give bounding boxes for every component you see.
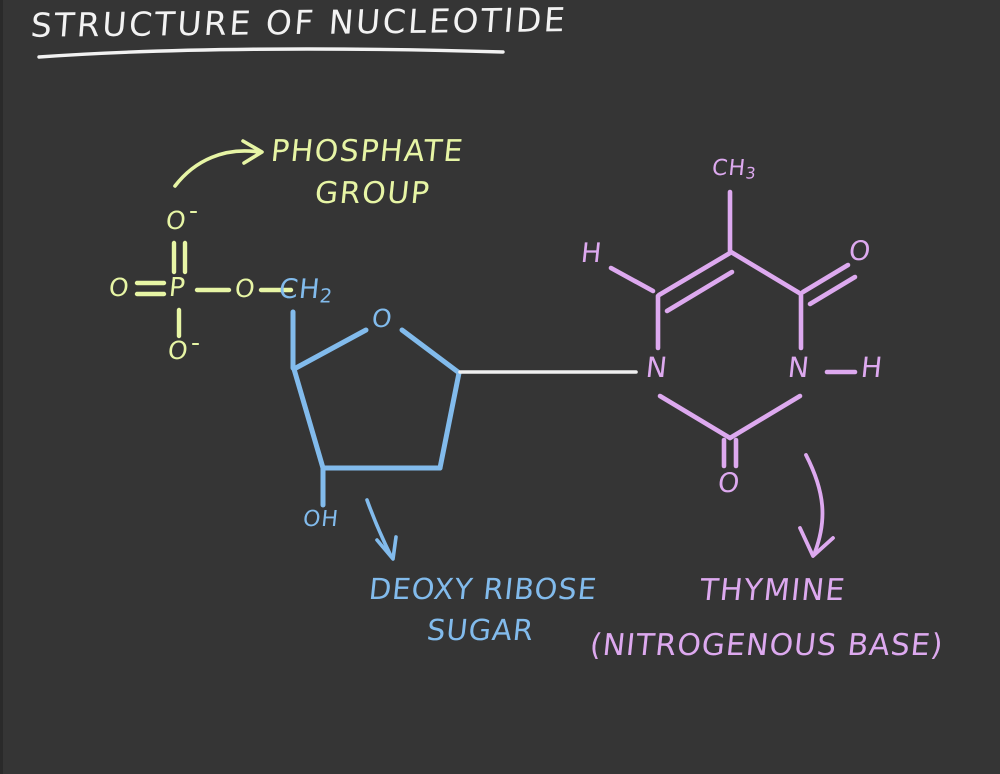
phosphate-bonds xyxy=(134,240,294,339)
page-title: STRUCTURE OF NUCLEOTIDE xyxy=(29,0,569,45)
bond-c4-oring xyxy=(291,327,369,372)
atom-label-hydroxyl: OH xyxy=(301,507,341,532)
bond-c6-c5-a xyxy=(656,250,733,298)
atom-label-ch2-subscript: 2 xyxy=(318,284,335,308)
atom-label-ch3-subscript: 3 xyxy=(744,163,758,183)
atom-label-oxygen-ester: O xyxy=(233,274,258,303)
base-label-line1: THYMINE xyxy=(698,573,848,608)
atom-label-hydrogen-right: H xyxy=(859,351,885,384)
bond-c3-c4 xyxy=(291,366,326,471)
phosphate-group-label-line2: GROUP xyxy=(313,176,433,211)
phosphate-arrow xyxy=(173,139,264,188)
bond-c1-c2 xyxy=(437,370,462,471)
phosphate-group-label-line1: PHOSPHATE xyxy=(269,134,466,169)
bond-n3-c2 xyxy=(727,393,803,441)
title-underline xyxy=(37,47,505,59)
atom-label-oxygen-top: O xyxy=(164,206,189,235)
base-arrow xyxy=(798,453,835,558)
sugar-ring-bonds xyxy=(290,309,462,508)
base-label-line2: (NITROGENOUS BASE) xyxy=(588,628,946,663)
sugar-label-line2: SUGAR xyxy=(425,613,536,647)
atom-label-oxygen-left: O xyxy=(107,273,132,302)
atom-label-nitrogen-right: N xyxy=(786,351,812,384)
atom-label-nitrogen-left: N xyxy=(644,351,670,384)
bond-c2-n1 xyxy=(657,393,733,441)
bond-oring-c1 xyxy=(399,327,461,375)
atom-label-oxygen-upper-right: O xyxy=(847,236,873,267)
atom-label-ch2: CH2 xyxy=(277,274,335,308)
atom-label-ch3-text: CH xyxy=(710,156,748,181)
atom-label-phosphorus: P xyxy=(167,273,188,303)
bond-c4-o-a xyxy=(800,262,851,295)
atom-label-ch2-text: CH xyxy=(277,274,322,305)
bond-c5-c4 xyxy=(728,249,804,297)
atom-label-oxygen-bottom: O xyxy=(166,336,191,365)
charge-label-negative-bottom: - xyxy=(191,328,202,357)
bond-c6-h xyxy=(608,265,656,294)
atom-label-oxygen-ring: O xyxy=(370,304,395,333)
bond-c4-o-b xyxy=(807,274,858,307)
bond-c6-c5-b xyxy=(664,269,735,314)
thymine-ring-bonds xyxy=(608,189,858,469)
atom-label-ch3: CH3 xyxy=(710,156,759,183)
sugar-label-line1: DEOXY RIBOSE xyxy=(367,572,599,606)
charge-label-negative-top: - xyxy=(189,196,200,225)
atom-label-oxygen-bottom-base: O xyxy=(716,468,742,499)
atom-label-hydrogen-left: H xyxy=(579,238,605,269)
sugar-arrow xyxy=(365,498,398,561)
